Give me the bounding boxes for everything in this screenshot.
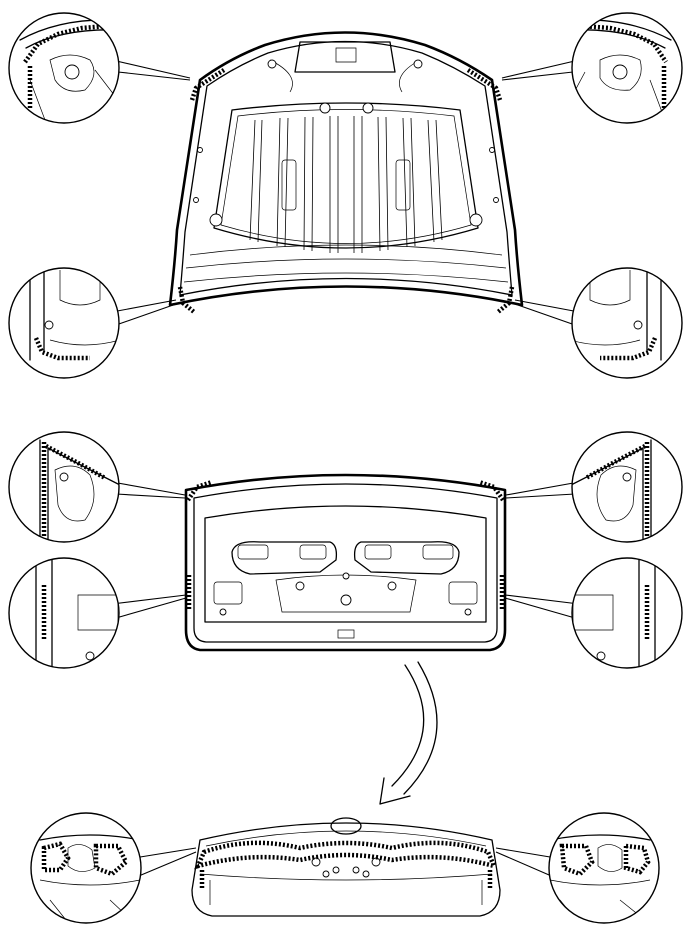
- curved-arrow-down-left: [379, 661, 438, 805]
- trunk-lid-inner-panel: [184, 473, 507, 652]
- callout-trunk-outer-left: [30, 812, 197, 924]
- callout-hood-top-right: [501, 12, 683, 124]
- callout-trunk-outer-right: [495, 812, 660, 924]
- callout-hood-bottom-left: [8, 267, 177, 379]
- trunk-lid-outer-panel: [191, 817, 501, 917]
- callout-hood-top-left: [8, 12, 191, 124]
- callout-trunk-inner-top-right: [505, 431, 683, 543]
- hood-panel: [168, 31, 524, 314]
- callout-hood-bottom-right: [514, 267, 683, 379]
- callout-trunk-inner-bottom-left: [8, 557, 187, 669]
- hood-inner-ribs: [249, 116, 443, 253]
- hood-sealant-bead: [189, 68, 226, 101]
- trunk-outer-sealant-bead: [194, 840, 498, 870]
- callout-trunk-inner-bottom-right: [504, 557, 683, 669]
- callout-trunk-inner-top-left: [8, 431, 186, 543]
